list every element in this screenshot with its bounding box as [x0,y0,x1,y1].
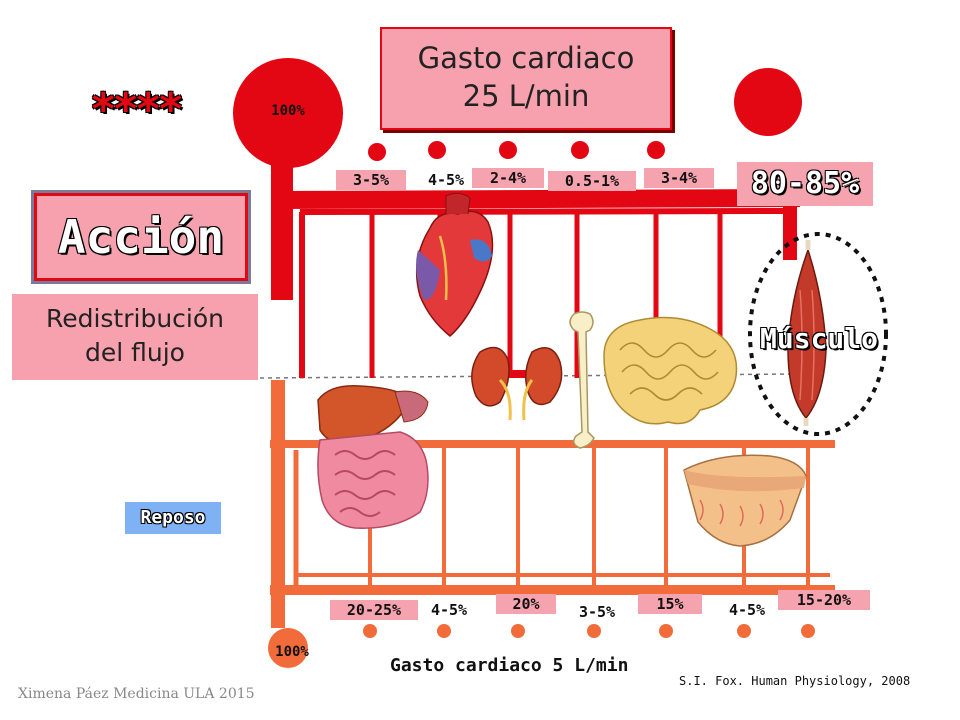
exercise-label-kidney: 2-4% [472,168,544,188]
redistribution-line1: Redistribución [45,304,225,333]
bone-icon [569,311,595,449]
rest-label: Reposo [125,502,221,534]
exercise-label-bone: 0.5-1% [548,171,636,191]
exercise-cardiac-output-box: Gasto cardiaco 25 L/min [380,27,672,130]
exercise-label-brain: 3-4% [644,168,714,188]
liver-intestine-icon [317,385,429,529]
rest-label-kidney: 20% [496,594,556,614]
rest-label-bone: 3-5% [578,603,616,621]
cardiac-output-title: Gasto cardiaco [417,41,635,75]
stars-emphasis: **** [90,84,184,135]
rest-label-muscle: 15-20% [778,590,870,610]
rest-label-liver-intestine: 20-25% [330,600,418,620]
exercise-source-circle [233,58,343,168]
cardiac-output-value: 25 L/min [462,79,590,113]
redistribution-line2: del flujo [85,338,185,367]
muscle-highlight-ellipse [748,232,888,436]
exercise-muscle-pct: 80-85% [737,162,873,206]
brain-icon [603,316,738,425]
author-credit: Ximena Páez Medicina ULA 2015 [18,686,255,702]
rest-cardiac-output: Gasto cardiaco 5 L/min [390,655,629,676]
muscle-icon [787,240,827,426]
exercise-source-pct: 100% [271,103,305,119]
muscle-label: Músculo [760,322,879,355]
rest-label-brain: 15% [638,594,702,614]
source-citation: S.I. Fox. Human Physiology, 2008 [679,674,911,688]
rest-label-skin: 4-5% [728,601,766,619]
exercise-label-heart: 4-5% [427,171,465,189]
action-title: Acción [31,190,251,284]
kidneys-icon [471,346,563,421]
rest-source-circle [268,628,308,668]
skin-icon [683,454,807,547]
rest-label-heart: 4-5% [430,601,468,619]
heart-icon [415,192,494,337]
exercise-muscle-circle [734,68,802,136]
exercise-circuit [233,58,802,378]
rest-source-pct: 100% [275,644,309,660]
exercise-label-liver-intestine: 3-5% [336,170,406,190]
redistribution-box: Redistribución del flujo [12,294,258,380]
